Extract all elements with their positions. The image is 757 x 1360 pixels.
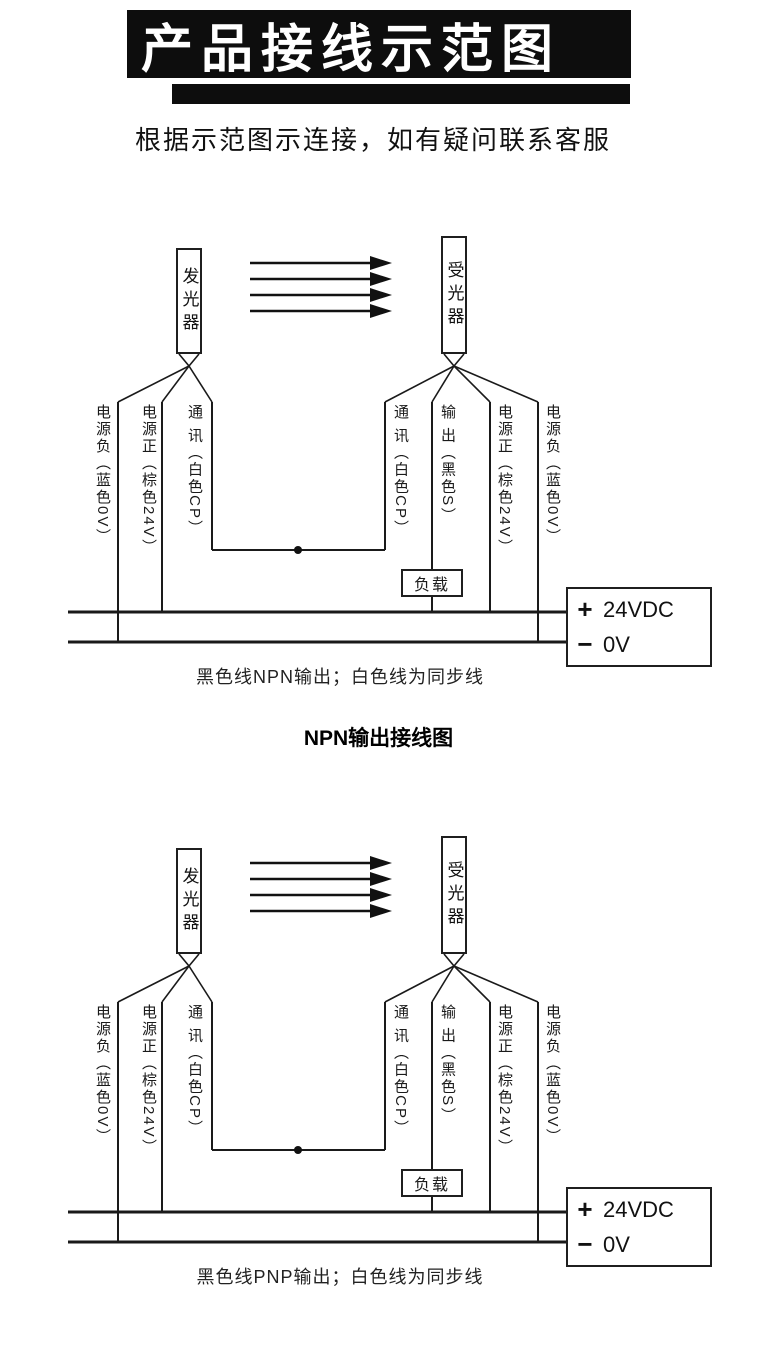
receiver-connector [384, 353, 539, 403]
wiring-diagram-pnp: 发光器 受光器 电源负（蓝色0V） 电源正（棕色24V） 通 讯（白色CP） 通… [0, 830, 757, 1290]
plus-sign: + [577, 594, 593, 624]
wire-label-comm-right: 通 讯（白色CP） [392, 1004, 409, 1138]
wire-lines [117, 1002, 539, 1242]
minus-voltage-label: 0V [603, 631, 630, 657]
emitter-connector [117, 353, 213, 403]
page-subtitle: 根据示范图示连接，如有疑问联系客服 [135, 125, 612, 155]
beam-arrows-icon [250, 256, 392, 318]
wire-lines [117, 402, 539, 642]
wiring-svg-pnp [68, 856, 568, 1244]
wire-label-power-pos-left: 电源正（棕色24V） [140, 1004, 157, 1156]
wiring-diagram-npn: 发光器 受光器 电源负（蓝色0V） 电源正（棕色24V） 通 讯（白色CP） 通… [0, 230, 757, 690]
power-plus-row: + 24VDC [576, 1194, 702, 1225]
wire-label-power-neg-right: 电源负（蓝色0V） [544, 404, 561, 546]
wire-label-power-pos-right: 电源正（棕色24V） [496, 404, 513, 556]
title-banner: 产品接线示范图 [127, 10, 631, 79]
bus-lines [68, 610, 568, 644]
power-supply-box: + 24VDC − 0V [566, 587, 712, 667]
power-plus-row: + 24VDC [576, 594, 702, 625]
plus-voltage-label: 24VDC [603, 1196, 674, 1222]
emitter-box: 发光器 [176, 248, 202, 354]
wire-label-comm-left: 通 讯（白色CP） [186, 404, 203, 538]
sync-junction-dot [294, 1146, 302, 1154]
npn-section-title: NPN输出接线图 [303, 727, 454, 750]
wire-label-comm-right: 通 讯（白色CP） [392, 404, 409, 538]
diagram-caption-npn: 黑色线NPN输出；白色线为同步线 [195, 667, 484, 687]
title-banner-underbar [172, 84, 630, 104]
wire-label-power-pos-left: 电源正（棕色24V） [140, 404, 157, 556]
minus-voltage-label: 0V [603, 1231, 630, 1257]
load-box: 负载 [401, 569, 463, 597]
power-minus-row: − 0V [576, 629, 702, 660]
wire-label-power-neg-left: 电源负（蓝色0V） [94, 1004, 111, 1146]
receiver-box: 受光器 [441, 236, 467, 354]
bus-lines [68, 1210, 568, 1244]
emitter-box: 发光器 [176, 848, 202, 954]
page-title: 产品接线示范图 [141, 20, 562, 79]
plus-sign: + [577, 1194, 593, 1224]
receiver-connector [384, 953, 539, 1003]
wire-label-output-right: 输 出（黑色S） [439, 1004, 456, 1125]
diagram-caption-pnp: 黑色线PNP输出；白色线为同步线 [196, 1267, 484, 1287]
plus-voltage-label: 24VDC [603, 596, 674, 622]
wire-label-power-pos-right: 电源正（棕色24V） [496, 1004, 513, 1156]
load-box: 负载 [401, 1169, 463, 1197]
beam-arrows-icon [250, 856, 392, 918]
sync-junction-dot [294, 546, 302, 554]
wire-label-power-neg-right: 电源负（蓝色0V） [544, 1004, 561, 1146]
power-minus-row: − 0V [576, 1229, 702, 1260]
receiver-box: 受光器 [441, 836, 467, 954]
wire-label-power-neg-left: 电源负（蓝色0V） [94, 404, 111, 546]
minus-sign: − [577, 1229, 593, 1259]
wire-label-output-right: 输 出（黑色S） [439, 404, 456, 525]
wire-label-comm-left: 通 讯（白色CP） [186, 1004, 203, 1138]
minus-sign: − [577, 629, 593, 659]
emitter-connector [117, 953, 213, 1003]
power-supply-box: + 24VDC − 0V [566, 1187, 712, 1267]
